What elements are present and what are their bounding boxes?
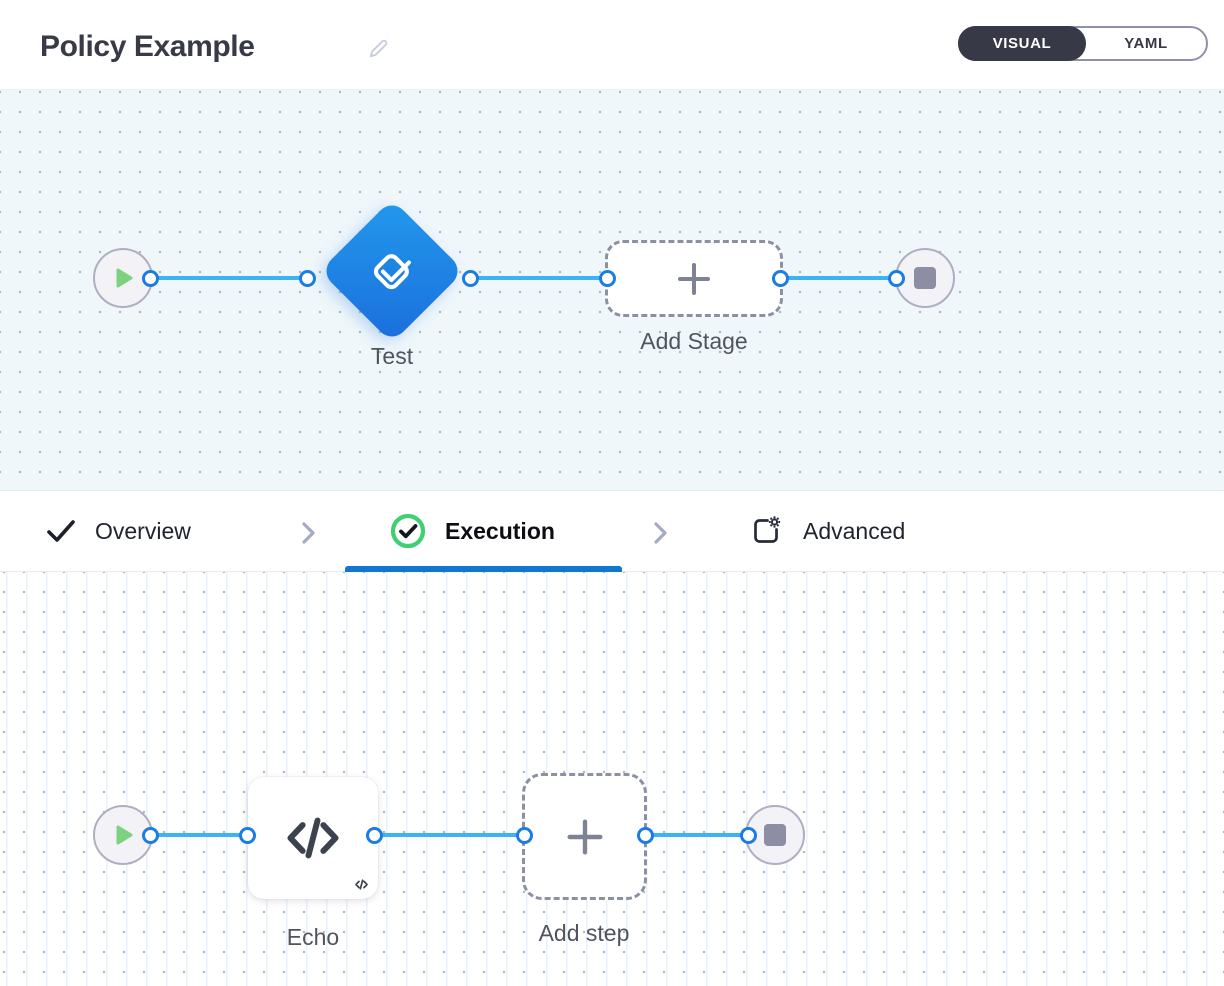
connector-port[interactable] [740,827,757,844]
stop-icon [914,267,936,289]
edit-title-button[interactable] [366,38,392,64]
connector-port[interactable] [637,827,654,844]
toggle-visual-button[interactable]: VISUAL [958,26,1086,61]
connector-port[interactable] [299,270,316,287]
connector-port[interactable] [888,270,905,287]
connector-port[interactable] [142,270,159,287]
connector-port[interactable] [516,827,533,844]
step-type-code-icon [354,877,369,892]
edge [641,833,748,837]
connector-port[interactable] [462,270,479,287]
connector-port[interactable] [142,827,159,844]
code-icon [282,807,344,869]
edge [779,276,899,280]
tab-label: Advanced [803,517,906,544]
active-tab-underline [345,566,622,572]
toggle-yaml-button[interactable]: YAML [1124,35,1168,52]
check-icon [46,518,76,544]
add-stage-button[interactable] [605,240,783,317]
check-circle-icon [390,513,426,549]
connector-port[interactable] [366,827,383,844]
tab-label: Execution [445,517,555,544]
add-stage-label: Add Stage [640,328,748,354]
advanced-settings-icon [748,513,784,549]
chevron-right-icon [649,519,671,547]
stage-node-test[interactable] [319,198,465,344]
approval-stage-icon [363,242,421,300]
pipeline-end-node[interactable] [895,248,955,308]
tab-label: Overview [95,517,191,544]
stage-label: Test [370,343,414,369]
tab-execution[interactable]: Execution [390,491,555,571]
page-title: Policy Example [40,30,255,63]
chevron-right-icon [297,519,319,547]
add-step-button[interactable] [522,773,647,900]
stage-canvas[interactable]: Test Add Stage [0,90,1224,490]
plus-icon [673,258,715,300]
step-node-echo[interactable] [248,777,378,899]
edit-icon [367,38,391,62]
step-label: Echo [286,924,340,950]
stop-icon [764,824,786,846]
tab-advanced[interactable]: Advanced [748,491,905,571]
edge [372,833,525,837]
connector-port[interactable] [599,270,616,287]
view-toggle: VISUAL YAML [958,26,1208,61]
play-icon [110,822,136,848]
connector-port[interactable] [772,270,789,287]
play-icon [110,265,136,291]
connector-port[interactable] [239,827,256,844]
plus-icon [562,814,608,860]
edge [153,276,309,280]
tab-overview[interactable]: Overview [46,491,191,571]
edge [153,833,250,837]
stage-config-tabbar: Overview Execution [0,490,1224,572]
execution-start-node[interactable] [93,805,153,865]
header: Policy Example VISUAL YAML [0,0,1224,90]
add-step-label: Add step [538,920,630,946]
edge [466,276,609,280]
step-canvas[interactable]: Echo Add step [0,572,1224,986]
